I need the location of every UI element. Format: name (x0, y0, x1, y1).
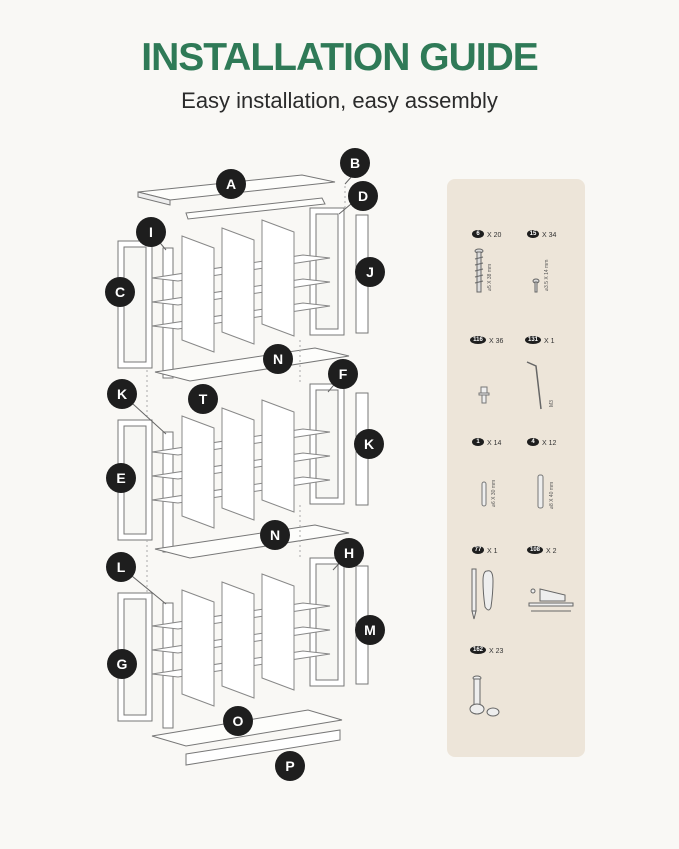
badge-K2: K (354, 429, 384, 459)
hardware-item-77: 77 X 1 (471, 546, 498, 620)
badge-E: E (106, 463, 136, 493)
svg-text:X 1: X 1 (544, 338, 555, 345)
anti-tip-kit-icon (528, 588, 574, 612)
svg-text:X 34: X 34 (542, 232, 557, 239)
svg-text:X 1: X 1 (487, 548, 498, 555)
kick-plate (185, 729, 341, 766)
svg-text:108: 108 (530, 547, 541, 553)
badge-T: T (188, 384, 218, 414)
svg-text:D: D (358, 188, 368, 204)
svg-text:X 20: X 20 (487, 232, 502, 239)
svg-text:E: E (116, 470, 125, 486)
badge-N2: N (260, 520, 290, 550)
hardware-item-1: 1 X 14 ⌀6 X 30 mm (472, 438, 502, 507)
badge-I: I (136, 217, 166, 247)
svg-text:A: A (226, 176, 236, 192)
hardware-item-15: 15 X 34 ⌀3.5 X 14 mm (527, 230, 557, 293)
svg-text:X 2: X 2 (546, 548, 557, 555)
badge-F: F (328, 359, 358, 389)
pencil-anchor-icon (471, 568, 494, 620)
svg-text:131: 131 (528, 337, 539, 343)
svg-text:4: 4 (531, 439, 535, 445)
svg-text:M: M (364, 622, 376, 638)
hardware-item-116: 116 X 36 (470, 336, 504, 404)
back-rail (185, 197, 326, 220)
svg-text:X 14: X 14 (487, 440, 502, 447)
svg-text:X 23: X 23 (489, 648, 504, 655)
svg-text:162: 162 (473, 647, 484, 653)
svg-text:K: K (117, 386, 127, 402)
badge-J: J (355, 257, 385, 287)
svg-text:N: N (273, 351, 283, 367)
svg-text:K: K (364, 436, 374, 452)
hardware-list: 6 X 20 ⌀5 X 38 mm 15 X 34 ⌀3.5 X 14 mm (469, 230, 574, 717)
shelf-pin-icon (478, 386, 490, 404)
long-screw-icon (474, 248, 484, 293)
badge-B: B (340, 148, 370, 178)
svg-text:M3: M3 (549, 400, 555, 407)
badge-P: P (275, 751, 305, 781)
badge-K1: K (107, 379, 137, 409)
svg-text:B: B (350, 155, 360, 171)
hardware-item-131: 131 X 1 M3 (525, 336, 555, 410)
badge-C: C (105, 277, 135, 307)
hardware-panel: 6 X 20 ⌀5 X 38 mm 15 X 34 ⌀3.5 X 14 mm (447, 179, 585, 757)
svg-text:J: J (366, 264, 374, 280)
badge-A: A (216, 169, 246, 199)
svg-text:X 36: X 36 (489, 338, 504, 345)
allen-key-icon (526, 361, 542, 410)
hardware-item-4: 4 X 12 ⌀8 X 40 mm (527, 438, 557, 509)
svg-text:⌀8 X 40 mm: ⌀8 X 40 mm (549, 482, 555, 509)
badge-N1: N (263, 344, 293, 374)
hardware-item-108: 108 X 2 (527, 546, 574, 612)
badge-L: L (106, 552, 136, 582)
long-dowel-icon (537, 474, 544, 509)
svg-text:H: H (344, 545, 354, 561)
svg-text:15: 15 (530, 231, 537, 237)
svg-text:G: G (117, 656, 128, 672)
svg-text:6: 6 (476, 231, 480, 237)
svg-text:F: F (339, 366, 348, 382)
middle-section (117, 383, 369, 553)
svg-text:P: P (285, 758, 294, 774)
hardware-item-162: 162 X 23 (469, 646, 504, 717)
svg-text:C: C (115, 284, 125, 300)
svg-text:116: 116 (473, 337, 483, 343)
svg-text:L: L (117, 559, 126, 575)
svg-text:X 12: X 12 (542, 440, 557, 447)
wood-dowel-icon (481, 481, 487, 507)
svg-text:⌀5 X 38 mm: ⌀5 X 38 mm (487, 264, 493, 291)
svg-text:N: N (270, 527, 280, 543)
svg-text:⌀3.5 X 14 mm: ⌀3.5 X 14 mm (544, 260, 550, 291)
svg-text:O: O (233, 713, 244, 729)
badge-M: M (355, 615, 385, 645)
page-subtitle: Easy installation, easy assembly (181, 88, 498, 113)
badge-G: G (107, 649, 137, 679)
page-title: INSTALLATION GUIDE (141, 36, 539, 79)
hardware-item-6: 6 X 20 ⌀5 X 38 mm (472, 230, 502, 293)
svg-text:1: 1 (476, 439, 480, 445)
badge-H: H (334, 538, 364, 568)
svg-text:I: I (149, 224, 153, 240)
badge-D: D (348, 181, 378, 211)
short-screw-icon (532, 278, 540, 293)
cam-lock-icon (469, 675, 500, 717)
svg-text:77: 77 (475, 547, 482, 553)
badge-O: O (223, 706, 253, 736)
svg-text:⌀6 X 30 mm: ⌀6 X 30 mm (491, 480, 497, 507)
svg-text:T: T (199, 391, 208, 407)
